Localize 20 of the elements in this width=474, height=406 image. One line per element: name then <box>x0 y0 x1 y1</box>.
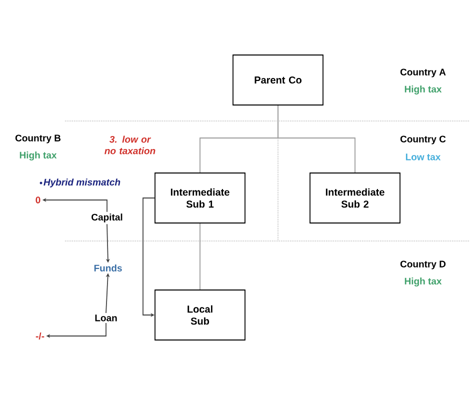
flow-label: Loan <box>95 314 117 322</box>
flow-label: Capital <box>92 214 122 222</box>
flow-label: Funds <box>94 264 122 272</box>
entity-box: Local Sub <box>154 290 246 340</box>
country-label: Country A <box>400 68 446 78</box>
country-label: Country D <box>400 260 446 270</box>
bullet-note: Hybrid mismatch <box>44 178 120 188</box>
flow-label: -/- <box>36 332 44 340</box>
tax-label: High tax <box>404 278 442 286</box>
tax-label: Low tax <box>406 154 441 160</box>
tax-label: High tax <box>404 86 442 94</box>
connector-line <box>278 105 356 173</box>
tax-label: High tax <box>20 152 57 160</box>
note-label: 3. low or no taxation <box>104 136 156 154</box>
entity-box: Intermediate Sub 2 <box>310 172 400 224</box>
entity-box: Parent Co <box>232 54 324 106</box>
flow-label: 0 <box>36 196 40 204</box>
entity-box: Intermediate Sub 1 <box>154 172 246 224</box>
country-label: Country C <box>400 136 446 144</box>
country-label: Country B <box>15 134 61 144</box>
